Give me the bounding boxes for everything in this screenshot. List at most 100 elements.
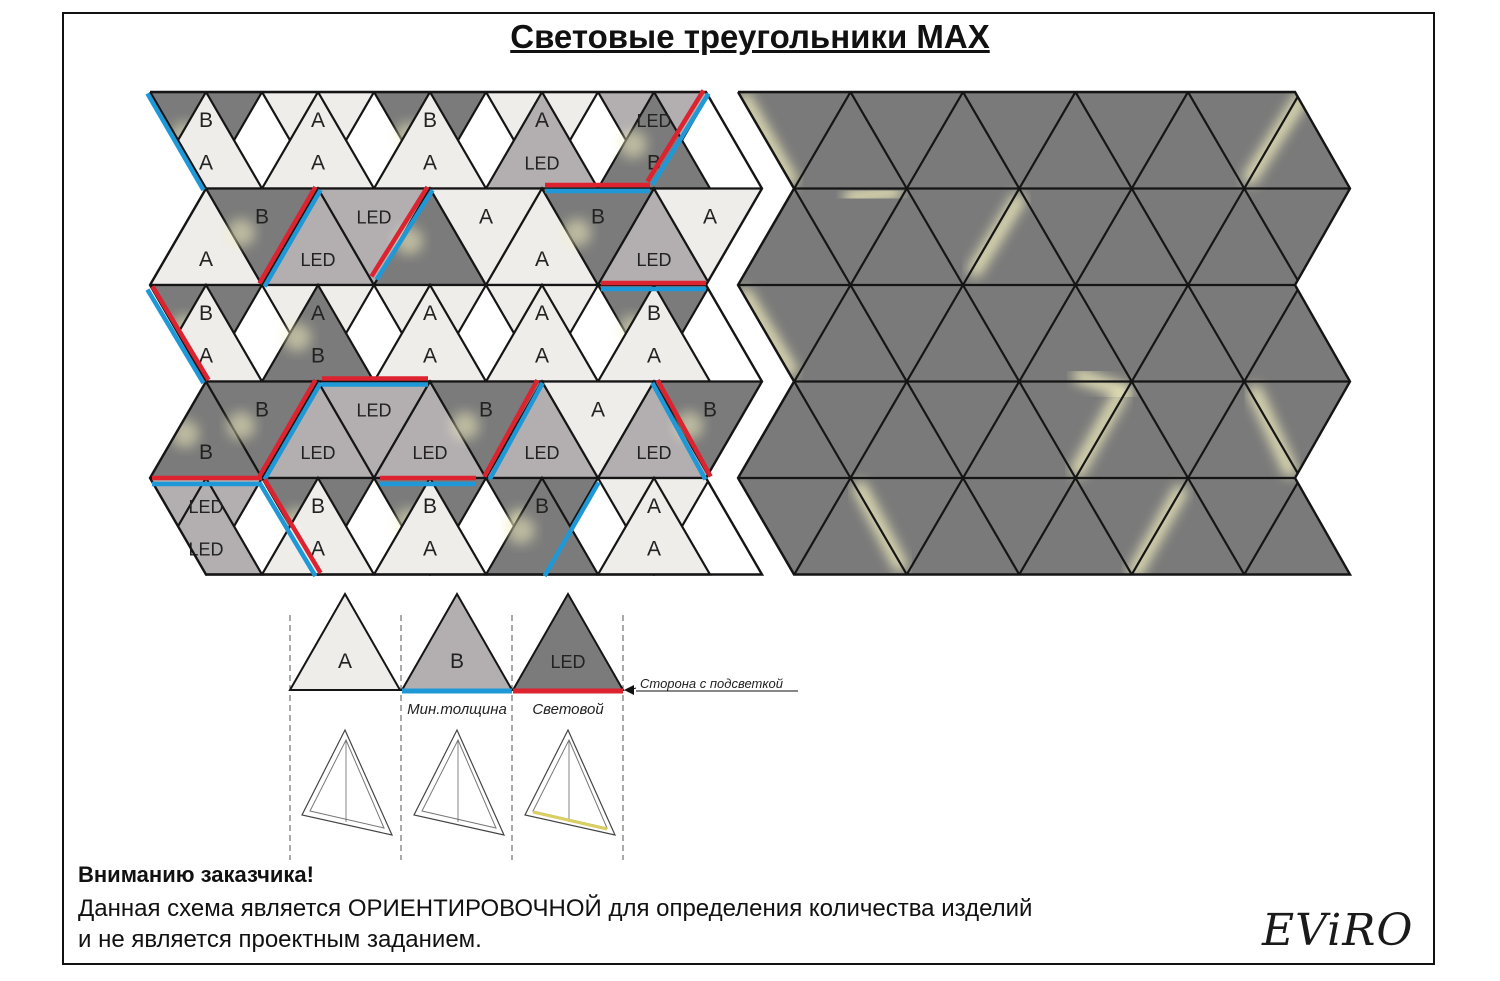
grid-line [1187, 380, 1246, 479]
grid-line [1469, 382, 1500, 479]
grid-line [1413, 92, 1469, 189]
lit-edge-red [257, 185, 318, 285]
tile-label: B [311, 495, 325, 518]
grid-line [1357, 189, 1413, 286]
grid-line [1243, 92, 1302, 190]
grid-line [962, 92, 1021, 190]
tile-sketch [413, 728, 506, 836]
tile-label: B [199, 109, 213, 132]
legend-tile-b [400, 591, 514, 691]
legend-caption: Световой [532, 701, 604, 718]
right-tile-layout-lit [736, 90, 1500, 576]
lit-edge-red [150, 285, 211, 382]
grid-line [962, 380, 1021, 479]
left-panel-outline [148, 90, 765, 576]
grid-line [905, 92, 964, 190]
tile-sketch-inner [309, 738, 385, 829]
tile-label: A [535, 109, 549, 132]
notice-title: Вниманию заказчика! [78, 862, 314, 887]
grid-line [962, 284, 1021, 383]
lit-edge-blue [257, 481, 318, 578]
grid-line [1074, 187, 1133, 286]
glow-spot [563, 218, 591, 247]
tile-label: A [311, 302, 325, 325]
grid-line [1469, 478, 1500, 575]
lit-edge-blue [145, 288, 206, 385]
lit-edge-blue [542, 481, 601, 578]
glow-spot [283, 323, 311, 352]
grid-line [1243, 284, 1302, 383]
tile-label: LED [188, 497, 223, 517]
tile-label: A [535, 248, 549, 271]
grid-line [793, 92, 852, 190]
lit-edge-red [645, 89, 706, 183]
grid-line [849, 187, 908, 286]
glow-spot [619, 130, 647, 159]
right-panel-outline [736, 90, 1353, 576]
glow-spot [227, 218, 255, 247]
grid-line [1018, 477, 1077, 575]
glow-spot [395, 226, 423, 255]
grid-line [1018, 187, 1077, 286]
lit-edge-blue [650, 92, 711, 186]
grid-line [1187, 477, 1246, 575]
lit-edge-blue [262, 381, 323, 481]
glow-streak [843, 185, 902, 204]
grid-line [1469, 92, 1500, 189]
grid-line [849, 92, 908, 190]
grid-line [1130, 477, 1189, 575]
grid-line [1187, 284, 1246, 383]
tile-label: B [479, 399, 493, 422]
tile-label: A [423, 302, 437, 325]
glow-streak [738, 288, 797, 377]
grid-line [1357, 478, 1413, 575]
grid-line [962, 187, 1021, 286]
lit-edge-red [262, 478, 323, 575]
tile-label: B [423, 109, 437, 132]
tile-label: LED [300, 443, 335, 463]
lit-edge-blue [487, 381, 545, 481]
legend-tile-a [288, 591, 402, 691]
grid-line [1357, 92, 1413, 189]
lit-edge-red [655, 378, 713, 478]
tile-label: A [423, 537, 437, 560]
grid-line [1413, 478, 1469, 575]
tile-sketch [524, 728, 617, 836]
tile-label: B [199, 441, 213, 464]
glow-streak [1071, 388, 1127, 477]
tile-label: LED [524, 443, 559, 463]
tile-label: A [647, 344, 661, 367]
tile-label: A [703, 206, 717, 229]
grid-line [1130, 187, 1189, 286]
grid-line [1243, 187, 1302, 286]
tile-label: LED [300, 250, 335, 270]
grid-line [1413, 382, 1469, 479]
tile-label: LED [356, 208, 391, 228]
tile-label: A [647, 537, 661, 560]
grid-line [1018, 284, 1077, 383]
tile-label: A [423, 151, 437, 174]
tile-label: B [591, 206, 605, 229]
tile-sketch-inner [421, 738, 497, 829]
tile-label: A [479, 206, 493, 229]
grid-line [1357, 382, 1413, 479]
grid-line [793, 187, 852, 286]
tile-label: LED [524, 153, 559, 173]
legend-tile-led [511, 591, 625, 691]
grid-line [1469, 285, 1500, 382]
grid-line [1018, 380, 1077, 479]
grid-line [793, 380, 852, 479]
tile-label: LED [636, 250, 671, 270]
grid-line [1074, 92, 1133, 190]
grid-line [905, 284, 964, 383]
tile-label: B [199, 302, 213, 325]
grid-line [1130, 92, 1189, 190]
lit-edge-red [482, 378, 540, 478]
grid-line [1469, 189, 1500, 286]
grid-line [905, 380, 964, 479]
tile-label: A [311, 109, 325, 132]
notice-line-2: и не является проектным заданием. [78, 926, 482, 953]
tile-label: LED [412, 443, 447, 463]
legend-tile-label: LED [550, 652, 585, 672]
